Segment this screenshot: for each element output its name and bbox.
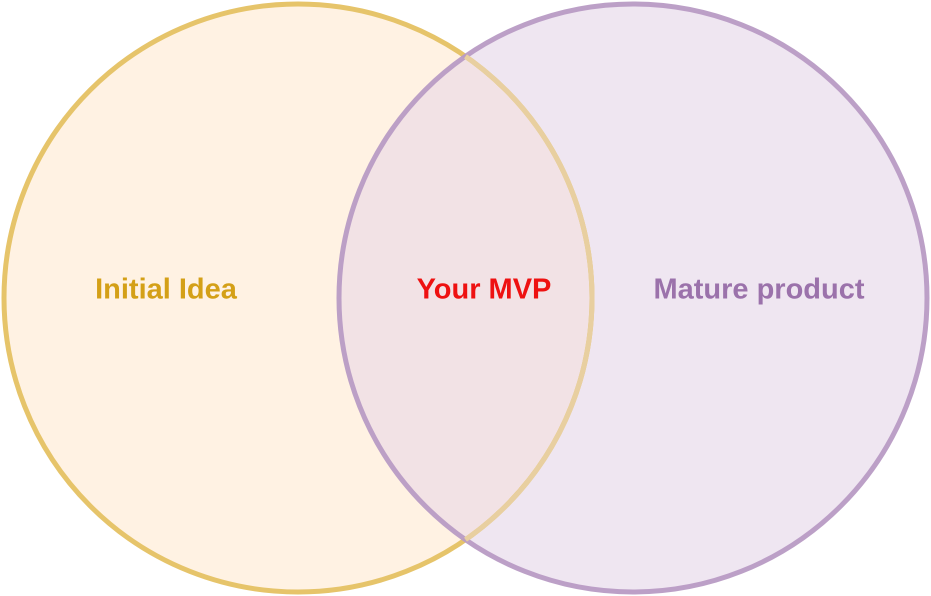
initial-idea-outline-in-overlap xyxy=(464,54,595,542)
mature-product-circle-outline xyxy=(336,1,930,595)
initial-idea-label: Initial Idea xyxy=(95,273,237,306)
your-mvp-label: Your MVP xyxy=(416,273,552,306)
mature-product-label: Mature product xyxy=(653,273,865,306)
mvp-overlap-region xyxy=(339,4,592,592)
